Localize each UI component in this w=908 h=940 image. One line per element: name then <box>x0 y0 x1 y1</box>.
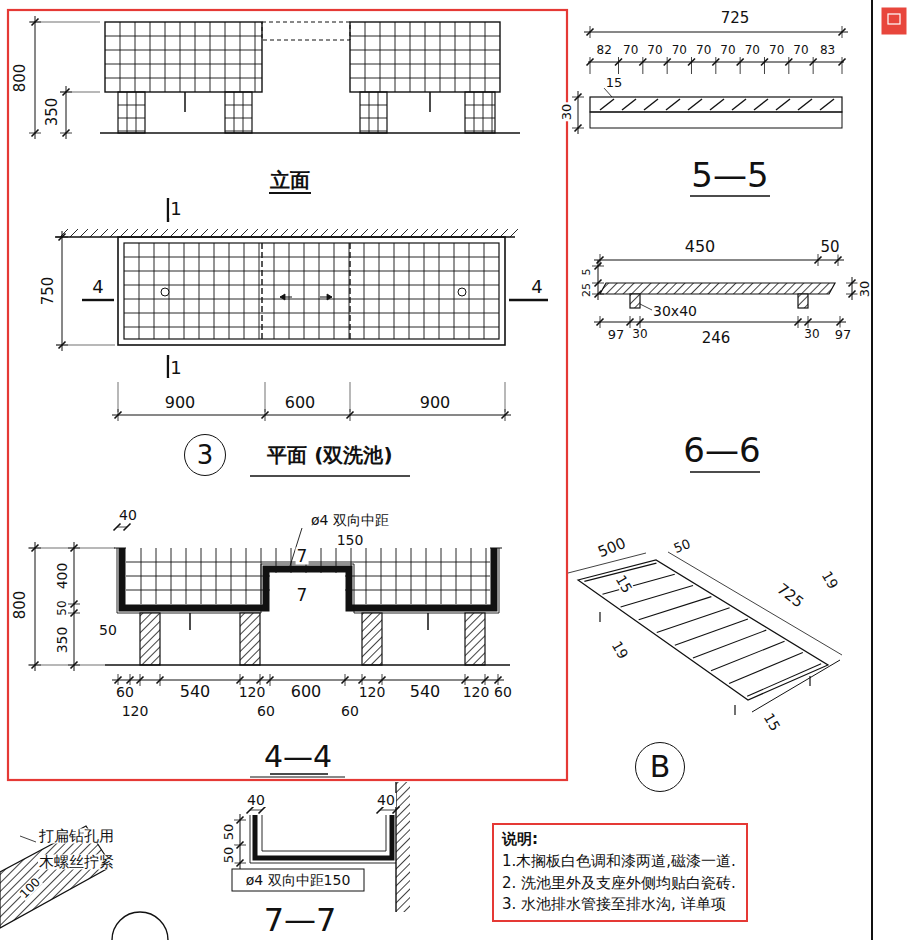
dimension-text: 82 <box>596 44 613 56</box>
section-mark: 7 <box>296 587 309 604</box>
dimension-text: 100 <box>17 875 43 901</box>
dimension-text: 97 <box>834 328 853 341</box>
dimension-text: 70 <box>719 44 736 56</box>
dimension-text: 540 <box>179 684 212 700</box>
section-mark: 7 <box>296 548 309 565</box>
section-5-5 <box>572 26 848 196</box>
dimension-text: 15 <box>613 572 635 596</box>
dimension-text: 725 <box>773 581 806 612</box>
dimension-text: 750 <box>41 276 56 307</box>
dimension-text: 725 <box>720 11 751 26</box>
dimension-text: 900 <box>164 395 197 411</box>
dimension-text: 30 <box>631 328 648 340</box>
view-title: 4—4 <box>263 742 333 772</box>
callout-note: 打扁钻孔用 <box>38 829 115 844</box>
section-mark: 1 <box>169 200 182 218</box>
note-text: 3. 水池排水管接至排水沟, 详单项 <box>502 894 736 916</box>
dimension-text: 600 <box>290 684 323 700</box>
dimension-text: 19 <box>609 638 631 662</box>
dimension-text: 40 <box>376 793 396 807</box>
shelf-isometric <box>568 552 842 715</box>
plan-view <box>55 198 548 476</box>
section-7-7 <box>232 782 410 940</box>
rebar-note: ø4 双向中距150 <box>245 873 352 887</box>
dimension-text: 70 <box>622 44 639 56</box>
rebar-note: 150 <box>336 533 365 547</box>
dimension-text: 25 <box>581 282 592 298</box>
callout-circle: 3 <box>184 434 226 476</box>
dimension-text: 40 <box>246 793 266 807</box>
dimension-text: 120 <box>358 685 387 699</box>
dimension-text: 50 <box>222 823 235 842</box>
view-title: 平面 (双洗池) <box>266 445 393 465</box>
dimension-text: 60 <box>115 685 135 699</box>
dimension-text: 30 <box>858 280 871 299</box>
dimension-text: 350 <box>45 97 60 128</box>
dimension-text: 50 <box>671 536 693 555</box>
dimension-text: 400 <box>55 562 69 591</box>
dimension-text: 15 <box>761 710 783 734</box>
view-title: 5—5 <box>690 158 769 192</box>
dimension-text: 30 <box>803 328 820 340</box>
callout-number: B <box>650 752 671 782</box>
dimension-text: 600 <box>284 395 317 411</box>
dimension-text: 900 <box>419 395 452 411</box>
dimension-text: 60 <box>256 704 276 718</box>
dimension-text: 30x40 <box>652 304 698 318</box>
dimension-text: 70 <box>671 44 688 56</box>
dimension-text: 60 <box>340 704 360 718</box>
dimension-text: 800 <box>13 590 28 621</box>
dimension-text: 50 <box>98 623 118 637</box>
notes-box: 说明:1.木搁板白色调和漆两道,磁漆一道.2. 洗池里外及支座外侧均贴白瓷砖.3… <box>492 823 748 922</box>
dimension-text: 40 <box>118 508 138 522</box>
dimension-text: 450 <box>684 239 717 255</box>
dimension-text: 500 <box>595 535 629 560</box>
note-text: 2. 洗池里外及支座外侧均贴白瓷砖. <box>502 873 736 895</box>
dimension-text: 70 <box>646 44 663 56</box>
dimension-text: 70 <box>768 44 785 56</box>
dimension-text: 60 <box>493 685 513 699</box>
dimension-text: 50 <box>222 846 235 865</box>
dimension-text: 83 <box>819 44 836 56</box>
dimension-text: 70 <box>744 44 761 56</box>
sheet-frame <box>8 0 906 940</box>
elevation-view <box>29 16 520 139</box>
rebar-note: ø4 双向中距 <box>310 513 390 527</box>
dimension-text: 70 <box>695 44 712 56</box>
section-mark: 4 <box>91 278 104 296</box>
dimension-text: 800 <box>13 63 28 94</box>
note-text: 1.木搁板白色调和漆两道,磁漆一道. <box>502 851 736 873</box>
section-4-4 <box>28 524 510 778</box>
view-title: 7—7 <box>263 904 338 936</box>
fixing-detail <box>0 826 168 940</box>
section-mark: 1 <box>169 359 182 377</box>
view-title: 立面 <box>269 170 311 194</box>
section-6-6 <box>592 254 858 472</box>
dimension-text: 15 <box>605 76 624 89</box>
dimension-text: 246 <box>701 331 732 346</box>
dimension-text: 50 <box>819 240 840 255</box>
section-mark: 4 <box>530 278 543 296</box>
dimension-text: 120 <box>462 685 491 699</box>
view-title: 6—6 <box>682 433 761 467</box>
callout-number: 3 <box>197 442 214 468</box>
dimension-text: 350 <box>55 626 69 655</box>
dimension-text: 19 <box>819 568 841 592</box>
dimension-text: 120 <box>238 685 267 699</box>
callout-note: 木螺丝拧紧 <box>38 855 115 870</box>
callout-circle: B <box>635 742 685 792</box>
dimension-text: 70 <box>792 44 809 56</box>
dimension-text: 540 <box>409 684 442 700</box>
dimension-text: 50 <box>56 599 68 616</box>
dimension-text: 5 <box>581 268 592 277</box>
notes-heading: 说明: <box>502 829 736 851</box>
dimension-text: 30 <box>560 103 573 122</box>
dimension-text: 120 <box>121 704 150 718</box>
dimension-text: 97 <box>607 328 626 341</box>
